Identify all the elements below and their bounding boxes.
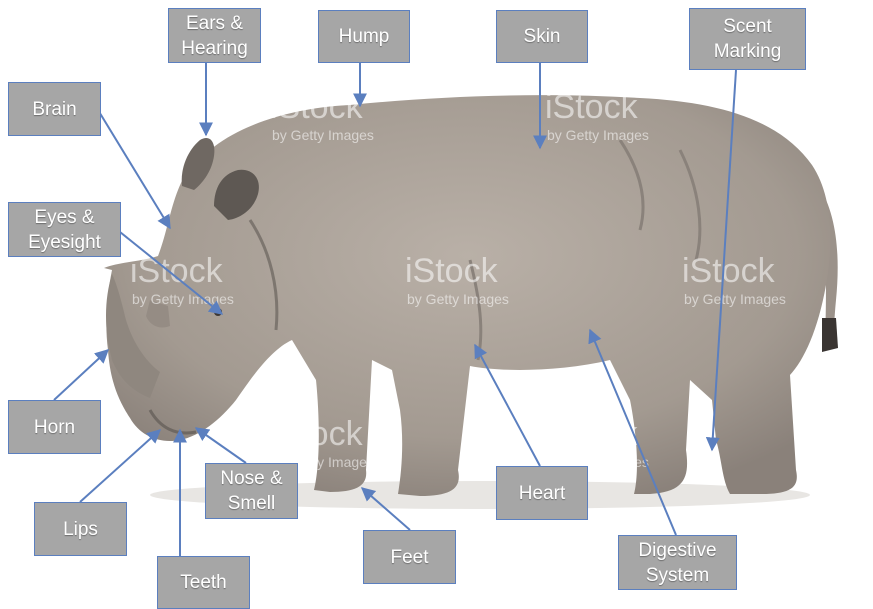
arrow-horn [54, 350, 108, 400]
arrow-nose [196, 428, 246, 463]
label-text: Teeth [180, 570, 226, 595]
label-teeth: Teeth [157, 556, 250, 609]
label-line: Smell [228, 491, 276, 516]
label-skin: Skin [496, 10, 588, 63]
label-line: Marking [714, 39, 782, 64]
label-line: Ears & [186, 11, 243, 36]
watermark-brand: iStock [270, 415, 364, 453]
label-line: Digestive [638, 538, 716, 563]
label-text: Hump [339, 24, 390, 49]
label-line: Nose & [220, 466, 282, 491]
label-ears-hearing: Ears & Hearing [168, 8, 261, 63]
watermark-sub: by Getty Images [272, 127, 374, 143]
label-heart: Heart [496, 466, 588, 520]
watermark-sub: by Getty Images [132, 291, 234, 307]
tail-tuft [822, 318, 838, 352]
watermark-brand: iStock [682, 252, 776, 290]
watermark-sub: by Getty Images [407, 291, 509, 307]
label-lips: Lips [34, 502, 127, 556]
label-line: Eyesight [28, 230, 101, 255]
label-hump: Hump [318, 10, 410, 63]
label-horn: Horn [8, 400, 101, 454]
watermark-brand: iStock [270, 88, 364, 126]
watermark-brand: iStock [405, 252, 499, 290]
label-text: Horn [34, 415, 75, 440]
watermark-brand: iStock [545, 415, 639, 453]
label-text: Heart [519, 481, 565, 506]
label-line: Scent [723, 14, 772, 39]
label-feet: Feet [363, 530, 456, 584]
watermark-brand: iStock [820, 88, 873, 126]
label-line: Eyes & [34, 205, 94, 230]
label-brain: Brain [8, 82, 101, 136]
watermark-brand: iStock [130, 252, 224, 290]
label-line: System [646, 563, 709, 588]
watermark-brand: iStock [545, 88, 639, 126]
label-digestive-system: Digestive System [618, 535, 737, 590]
label-text: Skin [524, 24, 561, 49]
label-line: Hearing [181, 36, 248, 61]
label-eyes-eyesight: Eyes & Eyesight [8, 202, 121, 257]
watermark-sub: by Getty Images [547, 127, 649, 143]
label-nose-smell: Nose & Smell [205, 463, 298, 519]
label-text: Brain [32, 97, 76, 122]
watermark-sub: by Getty Images [684, 291, 786, 307]
label-text: Feet [390, 545, 428, 570]
label-scent-marking: Scent Marking [689, 8, 806, 70]
watermark-brand: iStock [820, 415, 873, 453]
label-text: Lips [63, 517, 98, 542]
